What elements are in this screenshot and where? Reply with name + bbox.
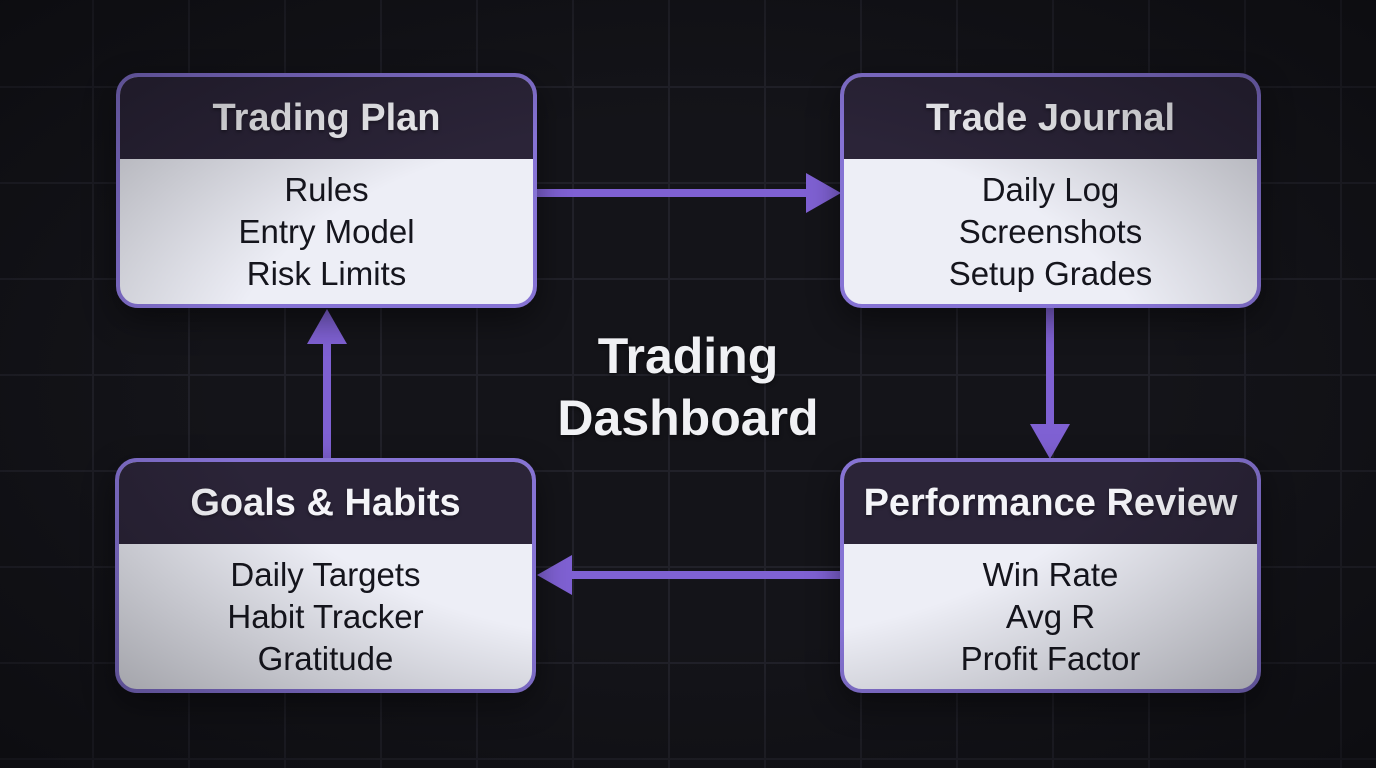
node-goals-habits: Goals & Habits Daily Targets Habit Track… xyxy=(115,458,536,693)
arrow-goals-to-plan-head xyxy=(307,309,347,344)
node-trading-plan: Trading Plan Rules Entry Model Risk Limi… xyxy=(116,73,537,308)
node-header: Goals & Habits xyxy=(119,462,532,544)
node-header: Performance Review xyxy=(844,462,1257,544)
arrow-review-to-goals-head xyxy=(537,555,572,595)
node-title: Performance Review xyxy=(863,481,1238,524)
node-body: Rules Entry Model Risk Limits xyxy=(120,159,533,304)
node-item: Win Rate xyxy=(982,555,1119,593)
diagram-title: Trading Dashboard xyxy=(557,328,819,446)
node-item: Rules xyxy=(284,170,369,208)
arrow-goals-to-plan xyxy=(307,309,347,460)
node-performance-review: Performance Review Win Rate Avg R Profit… xyxy=(840,458,1261,693)
node-body: Win Rate Avg R Profit Factor xyxy=(844,544,1257,689)
node-header: Trade Journal xyxy=(844,77,1257,159)
node-item: Habit Tracker xyxy=(227,597,424,635)
arrow-plan-to-journal xyxy=(537,173,841,213)
arrow-review-to-goals xyxy=(537,555,841,595)
node-trade-journal: Trade Journal Daily Log Screenshots Setu… xyxy=(840,73,1261,308)
node-body: Daily Log Screenshots Setup Grades xyxy=(844,159,1257,304)
node-item: Entry Model xyxy=(238,212,415,250)
node-item: Screenshots xyxy=(958,212,1143,250)
arrow-journal-to-review-head xyxy=(1030,424,1070,459)
node-item: Avg R xyxy=(1005,597,1096,635)
node-header: Trading Plan xyxy=(120,77,533,159)
node-item: Gratitude xyxy=(257,639,394,677)
arrow-plan-to-journal-head xyxy=(806,173,841,213)
node-title: Trade Journal xyxy=(925,96,1176,139)
node-body: Daily Targets Habit Tracker Gratitude xyxy=(119,544,532,689)
node-title: Goals & Habits xyxy=(190,481,461,524)
node-item: Daily Log xyxy=(981,170,1120,208)
arrow-journal-to-review xyxy=(1030,306,1070,459)
node-item: Profit Factor xyxy=(960,639,1141,677)
node-title: Trading Plan xyxy=(212,96,441,139)
node-item: Daily Targets xyxy=(230,555,421,593)
node-item: Risk Limits xyxy=(246,254,407,292)
node-item: Setup Grades xyxy=(948,254,1153,292)
